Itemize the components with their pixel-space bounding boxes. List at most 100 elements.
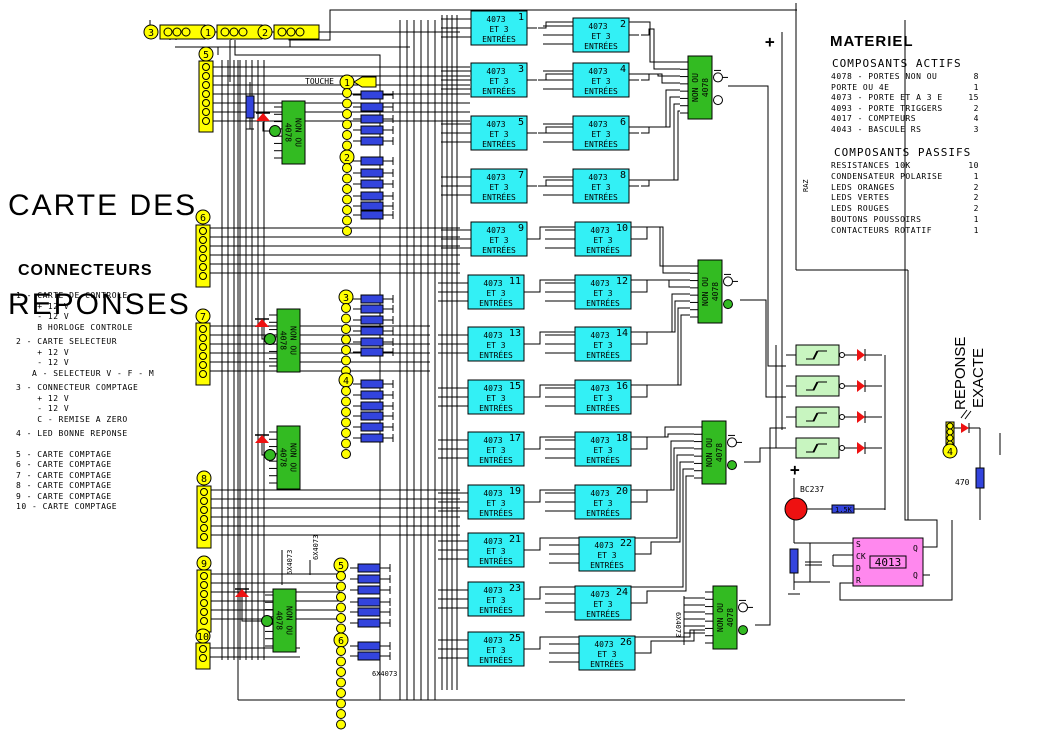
strip-pin xyxy=(341,396,351,407)
strip-pin xyxy=(342,88,352,98)
strip-pin xyxy=(342,226,352,236)
material-qty: 2 xyxy=(973,103,979,113)
connector-pin xyxy=(200,533,208,541)
connecteur-legend-line: + 12 V xyxy=(16,393,70,403)
and-gate-type-label: ET 3 xyxy=(591,130,610,139)
and-gate-type-label: ET 3 xyxy=(489,183,508,192)
and-gate-4073 xyxy=(470,10,528,46)
and-gate-number: 18 xyxy=(616,433,628,444)
connector-number-badge xyxy=(200,24,216,40)
wire xyxy=(728,85,786,367)
connecteur-legend-line: + 12 V xyxy=(16,301,70,311)
strip-pin xyxy=(342,163,352,173)
connector-pin xyxy=(199,352,207,360)
connector-pin xyxy=(295,27,305,37)
strip-pin xyxy=(341,313,351,324)
strip-pin xyxy=(336,667,346,677)
strip-pin xyxy=(342,194,352,205)
material-row: LEDS ROUGES 2 xyxy=(831,204,979,215)
connector-pin xyxy=(286,27,296,37)
and-gate-chip-label: 4073 xyxy=(588,22,607,31)
resistor-icon xyxy=(360,90,384,100)
resistor-icon xyxy=(360,326,384,336)
connecteur-legend-line: 1 - CARTE DE CONTROLE xyxy=(16,291,128,300)
and-gate-inputs-label: ENTRÉES xyxy=(586,297,620,308)
and-gate-number: 9 xyxy=(518,223,524,234)
and-gate-chip-label: 4073 xyxy=(588,173,607,182)
and-gate-number: 24 xyxy=(616,587,628,598)
raz-label: RAZ xyxy=(802,179,810,192)
wire xyxy=(534,279,690,293)
resistor-icon xyxy=(360,179,384,189)
strip-pin xyxy=(336,688,346,698)
nor-gate-chip-label: 4078 xyxy=(715,443,724,462)
hysteresis-icon xyxy=(806,412,827,422)
nor-gate-type-label: NON OU xyxy=(289,326,298,355)
wire xyxy=(641,73,680,84)
inverted-output-icon xyxy=(727,437,737,448)
connector-pin xyxy=(199,370,207,378)
and-gate-inputs-label: ENTRÉES xyxy=(584,191,618,202)
connector-number: 4 xyxy=(947,447,953,458)
material-qty: 2 xyxy=(973,204,979,214)
strip-pin xyxy=(342,140,352,151)
material-name: LEDS ROUGES xyxy=(831,204,890,214)
connector-pin xyxy=(181,27,191,37)
flipflop-pin-q: Q xyxy=(913,544,918,553)
material-qty: 1 xyxy=(973,214,979,224)
title-line-1: CARTE DES xyxy=(8,189,198,222)
and-gate-chip-label: 4073 xyxy=(486,120,505,129)
connecteurs-heading: CONNECTEURS xyxy=(18,262,153,279)
and-gate-chip-label: 4073 xyxy=(486,173,505,182)
nor-gate-type-label: NON OU xyxy=(716,603,725,632)
materiel-heading: MATERIEL xyxy=(830,33,914,50)
nor-gate-type-label: NON OU xyxy=(691,73,700,102)
resistor-icon xyxy=(360,337,384,347)
resistor-icon xyxy=(360,210,384,220)
strip-pin xyxy=(342,215,352,226)
connector-number: 5 xyxy=(203,50,209,61)
material-name: 4073 - PORTE ET A 3 E xyxy=(831,93,943,102)
and-gate-number: 1 xyxy=(518,12,524,23)
and-gate-number: 14 xyxy=(616,328,628,339)
and-gate-inputs-label: ENTRÉES xyxy=(586,507,620,518)
bus-label: 6X4073 xyxy=(372,670,397,678)
output-icon xyxy=(727,460,737,471)
nor-gate-chip-label: 4078 xyxy=(279,448,288,467)
connecteur-legend-line: 8 - CARTE COMPTAGE xyxy=(16,481,112,490)
flipflop-pin-s: S xyxy=(856,540,861,549)
resistor-icon xyxy=(360,191,384,201)
connector-pin xyxy=(199,654,207,662)
nor-gate-body xyxy=(687,55,713,120)
material-qty: 10 xyxy=(968,161,979,170)
and-gate-4073 xyxy=(574,585,632,621)
and-gate-inputs-label: ENTRÉES xyxy=(584,40,618,51)
connector-number-badge xyxy=(196,470,212,486)
and-gate-inputs-label: ENTRÉES xyxy=(586,608,620,619)
and-gate-chip-label: 4073 xyxy=(588,67,607,76)
and-gate-body xyxy=(467,379,525,415)
and-gate-number: 15 xyxy=(509,381,521,392)
wire xyxy=(641,28,680,70)
and-gate-type-label: ET 3 xyxy=(486,394,505,403)
and-gate-chip-label: 4073 xyxy=(590,226,609,235)
nor-gate-type-label: NON OU xyxy=(289,443,298,472)
plus-rail-sign: + xyxy=(765,32,775,51)
wire xyxy=(641,226,690,274)
resistor-icon xyxy=(360,411,384,421)
and-gate-type-label: ET 3 xyxy=(591,32,610,41)
and-gate-inputs-label: ENTRÉES xyxy=(590,559,624,570)
schmitt-trigger-4093 xyxy=(795,344,840,366)
resistor-icon xyxy=(360,201,384,211)
connector-number: 9 xyxy=(201,559,207,570)
and-gate-body xyxy=(574,484,632,520)
wire xyxy=(904,20,938,548)
resistor-4k7-icon xyxy=(789,548,799,574)
